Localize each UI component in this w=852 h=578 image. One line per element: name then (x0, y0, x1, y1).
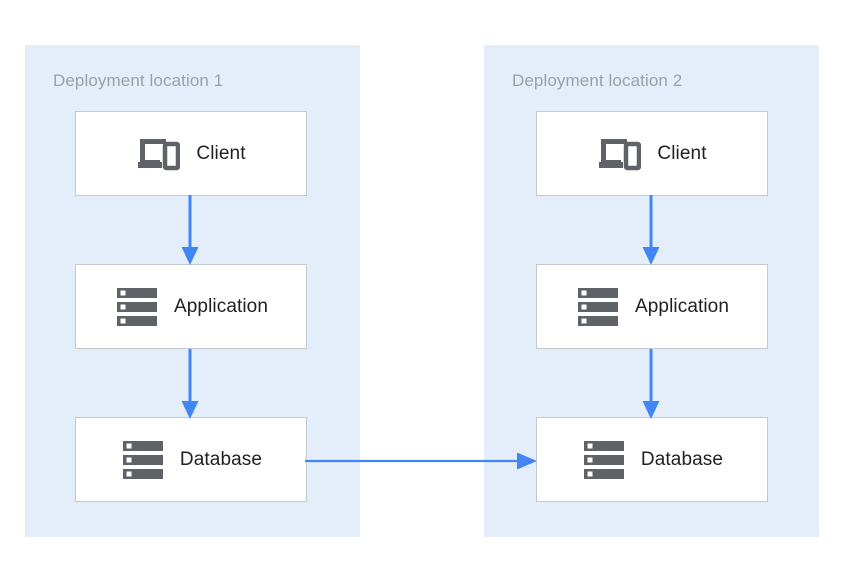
connector-client-1-to-app-1 (172, 195, 208, 267)
connector-app-2-to-database-2 (633, 349, 669, 421)
connector-client-2-to-app-2 (633, 195, 669, 267)
node-client-2-label: Client (657, 142, 707, 164)
server-stack-icon (114, 286, 160, 328)
node-client-2[interactable]: Client (536, 111, 768, 196)
devices-client-icon (136, 133, 182, 175)
node-database-1-label: Database (179, 448, 263, 470)
node-app-1[interactable]: Application (75, 264, 307, 349)
server-stack-icon (575, 286, 621, 328)
node-app-2-label: Application (634, 295, 730, 317)
node-database-2-label: Database (640, 448, 724, 470)
connector-database-1-to-database-2 (305, 445, 541, 477)
node-app-2[interactable]: Application (536, 264, 768, 349)
devices-client-icon (597, 133, 643, 175)
node-client-1-label: Client (196, 142, 246, 164)
node-database-2[interactable]: Database (536, 417, 768, 502)
node-app-1-label: Application (173, 295, 269, 317)
node-database-1[interactable]: Database (75, 417, 307, 502)
deployment-location-1-title: Deployment location 1 (53, 71, 224, 90)
server-stack-icon (581, 439, 627, 481)
server-stack-icon (120, 439, 166, 481)
node-client-1[interactable]: Client (75, 111, 307, 196)
deployment-location-2-title: Deployment location 2 (512, 71, 683, 90)
connector-app-1-to-database-1 (172, 349, 208, 421)
